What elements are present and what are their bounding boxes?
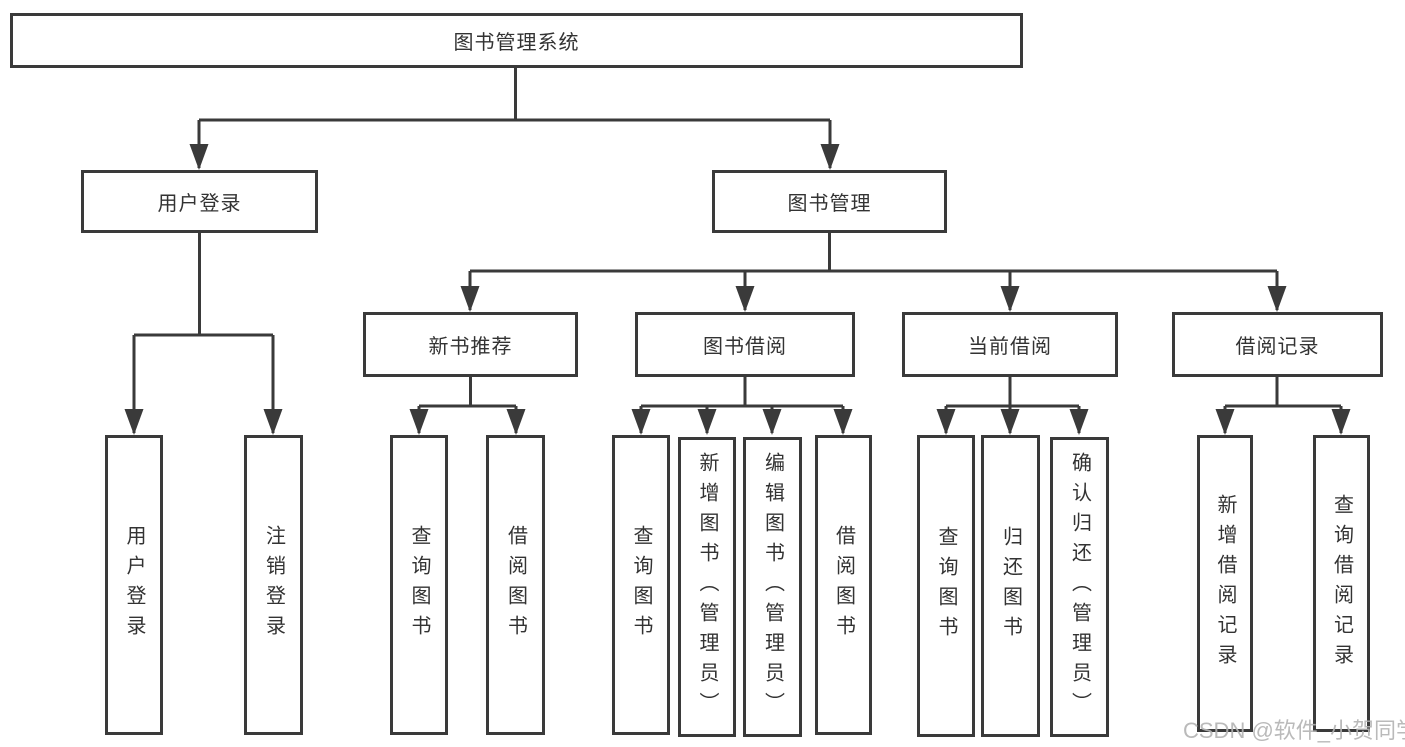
leaf-user-login: 用户登录 xyxy=(105,435,163,735)
arrowhead xyxy=(1069,409,1089,435)
connector-current-borrow-to-leaves xyxy=(944,377,1081,433)
connector-user-login-to-leaves xyxy=(132,233,275,433)
leaf-borrow-books-2-label: 借阅图书 xyxy=(832,525,855,645)
node-book-borrow-label: 图书借阅 xyxy=(703,336,787,358)
leaf-query-books-1: 查询图书 xyxy=(390,435,448,735)
node-user-login-label: 用户登录 xyxy=(157,193,242,215)
node-root: 图书管理系统 xyxy=(10,13,1023,68)
leaf-return-book: 归还图书 xyxy=(981,435,1040,737)
arrowhead xyxy=(189,144,209,170)
leaf-query-borrow-record-label: 查询借阅记录 xyxy=(1330,493,1353,674)
arrowhead xyxy=(833,409,853,435)
arrowhead xyxy=(409,409,429,435)
arrowhead xyxy=(697,409,717,435)
arrowhead xyxy=(820,144,840,170)
node-borrow-records-label: 借阅记录 xyxy=(1235,336,1320,358)
leaf-borrow-books-2: 借阅图书 xyxy=(815,435,872,735)
leaf-borrow-books-1-label: 借阅图书 xyxy=(504,525,527,645)
leaf-logout: 注销登录 xyxy=(244,435,303,735)
node-book-management-label: 图书管理 xyxy=(787,193,872,215)
leaf-add-borrow-record: 新增借阅记录 xyxy=(1197,435,1253,732)
leaf-query-books-3: 查询图书 xyxy=(917,435,975,737)
leaf-edit-book-admin: 编辑图书（管理员） xyxy=(743,437,802,737)
arrowhead xyxy=(1267,286,1287,312)
arrowhead xyxy=(1215,409,1235,435)
node-borrow-records: 借阅记录 xyxy=(1172,312,1383,377)
leaf-user-login-label: 用户登录 xyxy=(123,525,145,645)
arrowhead xyxy=(1331,409,1351,435)
leaf-add-book-admin: 新增图书（管理员） xyxy=(678,437,736,737)
node-root-label: 图书管理系统 xyxy=(453,32,580,54)
leaf-query-books-3-label: 查询图书 xyxy=(935,526,957,646)
arrowhead xyxy=(762,409,782,435)
leaf-return-book-label: 归还图书 xyxy=(999,526,1022,646)
leaf-edit-book-admin-label: 编辑图书（管理员） xyxy=(761,452,784,722)
arrowhead xyxy=(936,409,956,435)
arrowhead xyxy=(631,409,651,435)
arrowhead xyxy=(124,409,144,435)
node-user-login: 用户登录 xyxy=(81,170,318,233)
leaf-add-book-admin-label: 新增图书（管理员） xyxy=(696,452,718,722)
node-current-borrow-label: 当前借阅 xyxy=(968,336,1052,358)
leaf-query-books-2-label: 查询图书 xyxy=(630,525,652,645)
leaf-confirm-return-admin: 确认归还（管理员） xyxy=(1050,437,1109,737)
arrowhead xyxy=(1000,409,1020,435)
leaf-logout-label: 注销登录 xyxy=(262,525,285,645)
leaf-confirm-return-admin-label: 确认归还（管理员） xyxy=(1068,452,1091,722)
arrowhead xyxy=(506,409,526,435)
leaf-query-books-1-label: 查询图书 xyxy=(408,525,430,645)
arrowhead xyxy=(1000,286,1020,312)
arrowhead xyxy=(263,409,283,435)
node-book-borrow: 图书借阅 xyxy=(635,312,855,377)
node-book-management: 图书管理 xyxy=(712,170,947,233)
connector-root-to-level1 xyxy=(197,68,832,168)
node-new-book-recommend-label: 新书推荐 xyxy=(428,336,513,358)
connector-book-borrow-to-leaves xyxy=(639,377,845,433)
arrowhead xyxy=(460,286,480,312)
connector-borrow-records-to-leaves xyxy=(1223,377,1343,433)
leaf-borrow-books-1: 借阅图书 xyxy=(486,435,545,735)
leaf-add-borrow-record-label: 新增借阅记录 xyxy=(1214,493,1236,674)
leaf-query-borrow-record: 查询借阅记录 xyxy=(1313,435,1370,732)
leaf-query-books-2: 查询图书 xyxy=(612,435,670,735)
node-new-book-recommend: 新书推荐 xyxy=(363,312,578,377)
connector-new-book-to-leaves xyxy=(417,377,518,433)
connector-book-management-to-level2 xyxy=(468,233,1279,310)
arrowhead xyxy=(735,286,755,312)
node-current-borrow: 当前借阅 xyxy=(902,312,1118,377)
